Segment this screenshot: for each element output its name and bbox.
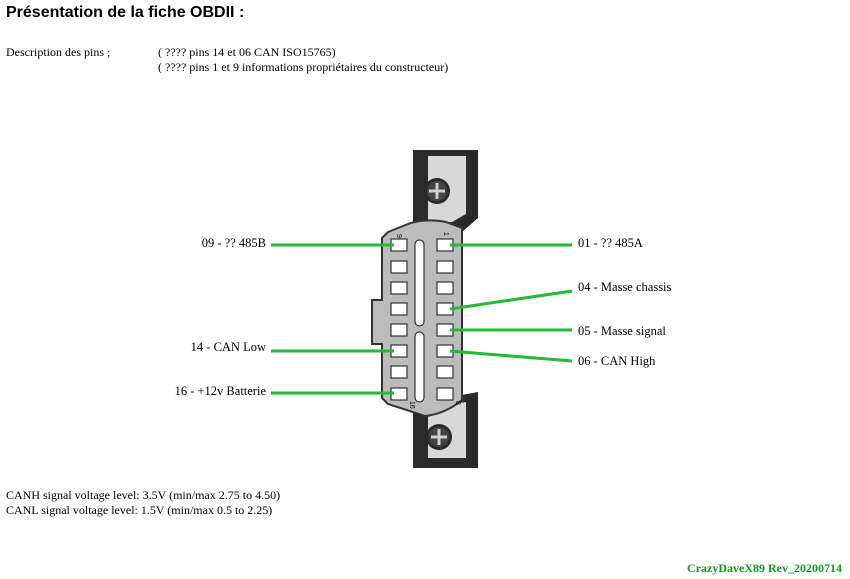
corner-number-8: 8 [454,401,461,405]
page-title: Présentation de la fiche OBDII : [6,4,245,21]
canl-voltage-note: CANL signal voltage level: 1.5V (min/max… [6,503,273,517]
pin-15 [390,365,408,379]
pin-07 [436,365,454,379]
corner-number-9: 9 [395,234,402,238]
pin-description-label: Description des pins ; [6,45,111,59]
pin-label-05: 05 - Masse signal [578,324,666,338]
pin-label-06: 06 - CAN High [578,354,656,368]
leader-line-pin-04 [449,289,573,311]
pin-description-line: ( ???? pins 1 et 9 informations propriét… [158,60,449,74]
pin-description-line: ( ???? pins 14 et 06 CAN ISO15765) [158,45,336,59]
author-signature: CrazyDaveX89 Rev_20200714 [687,561,842,575]
canh-voltage-note: CANH signal voltage level: 3.5V (min/max… [6,488,281,502]
pin-label-04: 04 - Masse chassis [578,280,672,294]
pin-10 [390,260,408,274]
pin-11 [390,281,408,295]
leader-line-pin-06 [449,349,573,363]
pin-label-09: 09 - ?? 485B [201,236,266,250]
pin-12 [390,302,408,316]
pin-02 [436,260,454,274]
pin-label-16: 16 - +12v Batterie [174,384,266,398]
corner-number-1: 1 [442,232,449,236]
pin-13 [390,323,408,337]
pin-label-01: 01 - ?? 485A [578,236,643,250]
pin-08 [436,387,454,401]
pin-03 [436,281,454,295]
pin-label-14: 14 - CAN Low [190,340,266,354]
corner-number-16: 16 [408,401,415,409]
